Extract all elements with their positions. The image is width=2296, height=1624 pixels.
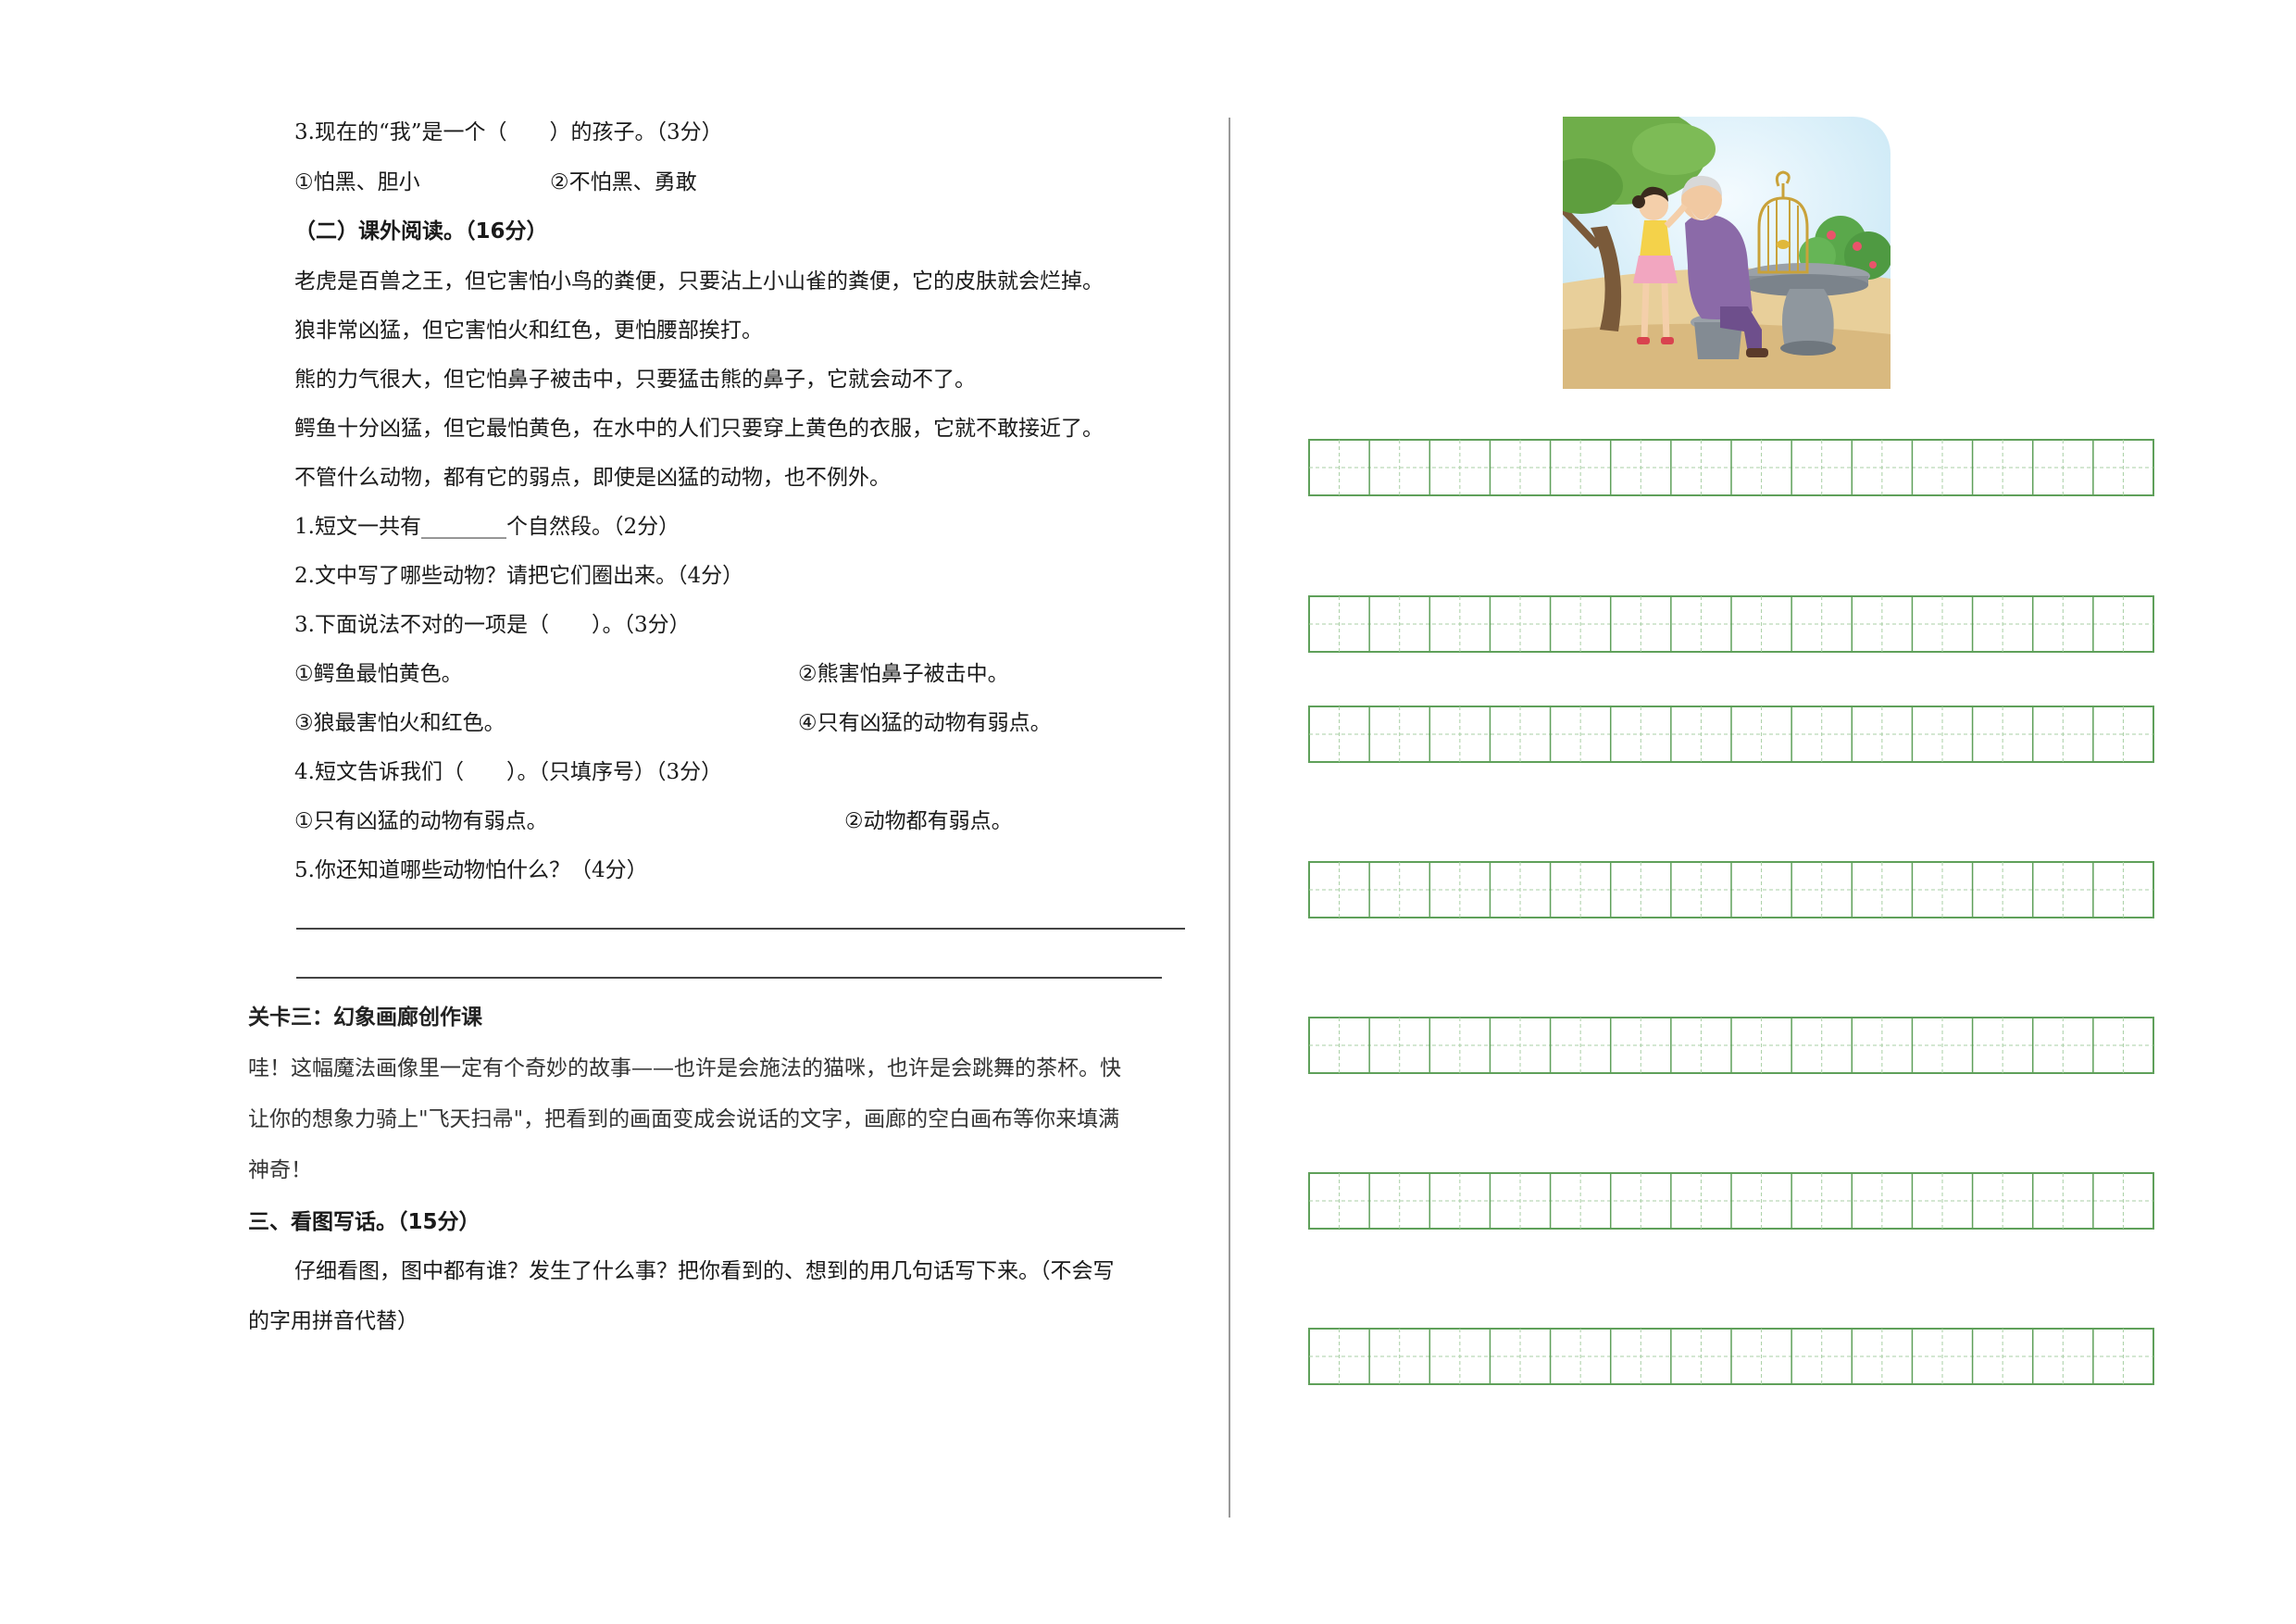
passage-paragraph-4: 鳄鱼十分凶猛，但它最怕黄色，在水中的人们只要穿上黄色的衣服，它就不敢接近了。: [294, 417, 1104, 441]
writing-grid-row[interactable]: [1308, 1172, 2154, 1230]
writing-grid-row[interactable]: [1308, 706, 2154, 763]
rq3-option-3: ③狼最害怕火和红色。: [294, 711, 505, 735]
writing-grid-row[interactable]: [1308, 1017, 2154, 1074]
reading-question-1: 1.短文一共有________个自然段。（2分）: [294, 515, 680, 539]
rq3-option-4: ④只有凶猛的动物有弱点。: [798, 711, 1052, 735]
level3-intro-line-1: 哇！这幅魔法画像里一定有个奇妙的故事——也许是会施法的猫咪，也许是会跳舞的茶杯。…: [248, 1056, 1121, 1081]
passage-paragraph-5: 不管什么动物，都有它的弱点，即使是凶猛的动物，也不例外。: [294, 466, 891, 490]
girl-grandpa-birdcage-illustration: [1530, 103, 1892, 389]
writing-grid-row[interactable]: [1308, 439, 2154, 496]
q3-option-1: ①怕黑、胆小: [294, 170, 420, 194]
level3-intro-line-3: 神奇！: [248, 1158, 312, 1182]
column-divider: [1229, 118, 1230, 1518]
rq4-option-2: ②动物都有弱点。: [844, 809, 1013, 833]
passage-paragraph-3: 熊的力气很大，但它怕鼻子被击中，只要猛击熊的鼻子，它就会动不了。: [294, 368, 976, 392]
reading-question-5: 5.你还知道哪些动物怕什么？（4分）: [294, 858, 648, 882]
answer-line-2[interactable]: [296, 977, 1162, 979]
writing-grid-row[interactable]: [1308, 595, 2154, 653]
writing-grid-row[interactable]: [1308, 1328, 2154, 1385]
level3-title: 关卡三：幻象画廊创作课: [248, 1006, 482, 1030]
reading-question-4: 4.短文告诉我们（ ）。（只填序号）（3分）: [294, 760, 723, 784]
section3-instruction-line-1: 仔细看图，图中都有谁？发生了什么事？把你看到的、想到的用几句话写下来。（不会写: [294, 1259, 1115, 1283]
section3-instruction-line-2: 的字用拼音代替）: [248, 1309, 418, 1333]
passage-paragraph-1: 老虎是百兽之王，但它害怕小鸟的粪便，只要沾上小山雀的粪便，它的皮肤就会烂掉。: [294, 269, 1104, 294]
q3-option-2: ②不怕黑、勇敢: [550, 170, 697, 194]
section3-title: 三、看图写话。（15分）: [248, 1210, 480, 1234]
rq4-option-1: ①只有凶猛的动物有弱点。: [294, 809, 548, 833]
section2-title: （二）课外阅读。（16分）: [294, 219, 548, 244]
reading-question-3: 3.下面说法不对的一项是（ ）。（3分）: [294, 613, 691, 637]
q3-stem: 3.现在的“我”是一个（ ）的孩子。（3分）: [294, 120, 723, 144]
rq3-option-2: ②熊害怕鼻子被击中。: [798, 662, 1009, 686]
level3-intro-line-2: 让你的想象力骑上"飞天扫帚"，把看到的画面变成会说话的文字，画廊的空白画布等你来…: [248, 1107, 1120, 1131]
rq3-option-1: ①鳄鱼最怕黄色。: [294, 662, 463, 686]
answer-line-1[interactable]: [296, 928, 1185, 930]
passage-paragraph-2: 狼非常凶猛，但它害怕火和红色，更怕腰部挨打。: [294, 319, 763, 343]
reading-question-2: 2.文中写了哪些动物？请把它们圈出来。（4分）: [294, 564, 744, 588]
writing-grid-row[interactable]: [1308, 861, 2154, 918]
